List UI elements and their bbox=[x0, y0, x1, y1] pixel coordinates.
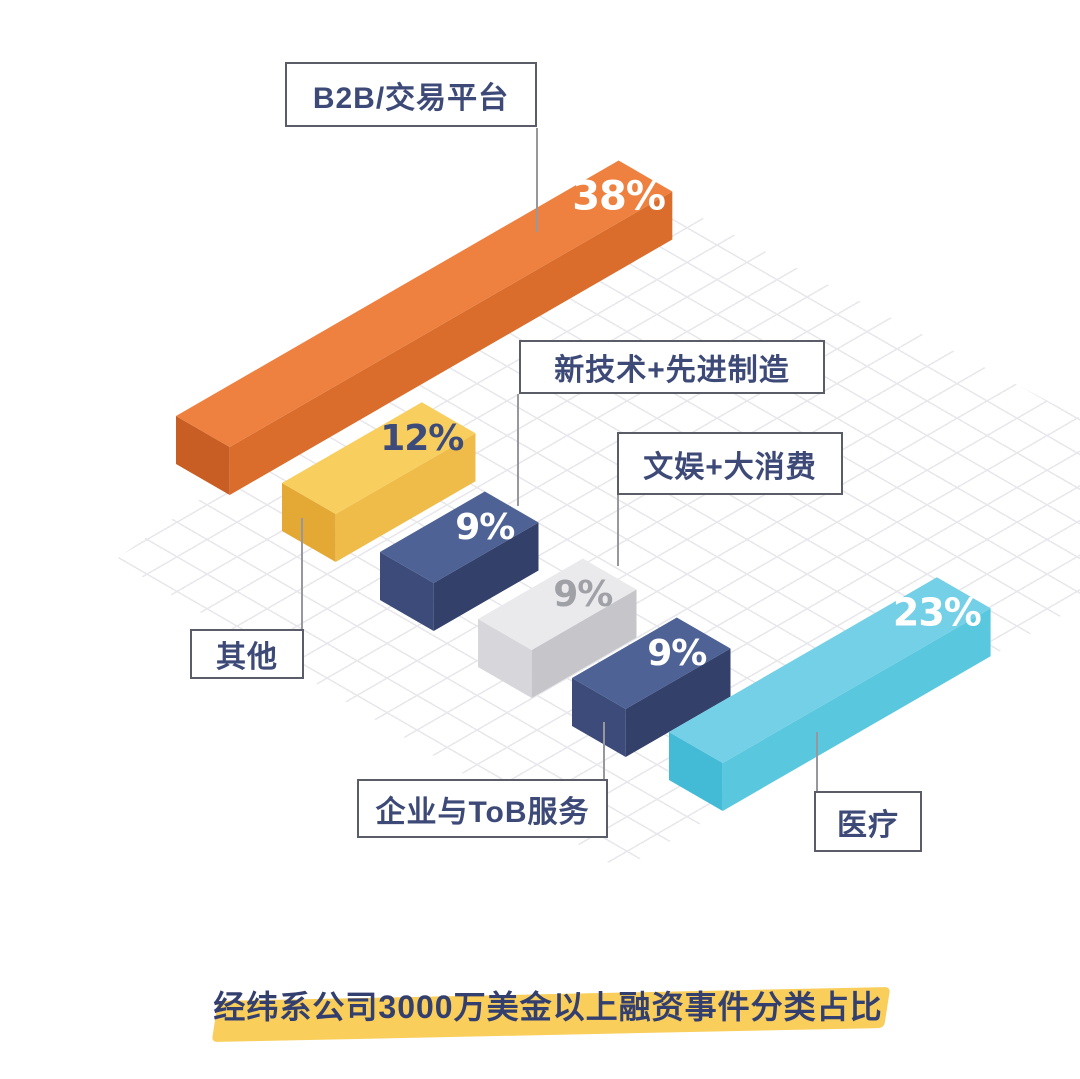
value-label-tech: 9% bbox=[455, 507, 514, 548]
bar-face-front-other bbox=[335, 433, 476, 562]
label-box-entertainment: 文娱+大消费 bbox=[617, 432, 843, 495]
value-label-med: 23% bbox=[893, 591, 981, 635]
label-box-tob: 企业与ToB服务 bbox=[357, 779, 608, 838]
value-label-ent: 9% bbox=[553, 574, 612, 615]
value-label-tob: 9% bbox=[647, 633, 706, 674]
value-label-b2b: 38% bbox=[572, 174, 665, 220]
label-entertainment: 文娱+大消费 bbox=[643, 450, 817, 484]
bar-face-end-other bbox=[282, 483, 336, 562]
label-b2b: B2B/交易平台 bbox=[312, 81, 510, 115]
label-box-tech: 新技术+先进制造 bbox=[519, 340, 825, 394]
bar-face-end-tob bbox=[572, 678, 626, 757]
bar-face-front-tech bbox=[433, 522, 539, 631]
bar-face-front-tob bbox=[625, 648, 731, 757]
label-medical: 医疗 bbox=[837, 808, 899, 842]
bar-face-top-ent bbox=[478, 558, 637, 650]
bar-face-top-b2b bbox=[176, 160, 673, 447]
bar-face-front-med bbox=[722, 608, 991, 811]
label-tob: 企业与ToB服务 bbox=[375, 795, 590, 829]
label-box-other: 其他 bbox=[190, 629, 304, 679]
label-tech: 新技术+先进制造 bbox=[554, 354, 790, 387]
bar-face-top-tob bbox=[572, 617, 731, 709]
label-box-b2b: B2B/交易平台 bbox=[285, 62, 537, 127]
bar-face-top-med bbox=[669, 577, 991, 763]
bar-face-top-tech bbox=[380, 491, 539, 583]
bar-face-end-tech bbox=[380, 552, 434, 631]
bar-face-front-ent bbox=[531, 589, 637, 698]
label-box-medical: 医疗 bbox=[814, 791, 922, 852]
bar-face-end-med bbox=[669, 732, 723, 811]
bar-face-end-ent bbox=[478, 619, 532, 698]
bar-face-top-other bbox=[282, 402, 476, 514]
value-label-other: 12% bbox=[380, 418, 463, 459]
bar-face-front-b2b bbox=[229, 191, 673, 495]
bar-face-end-b2b bbox=[176, 416, 230, 495]
label-other: 其他 bbox=[216, 641, 278, 674]
